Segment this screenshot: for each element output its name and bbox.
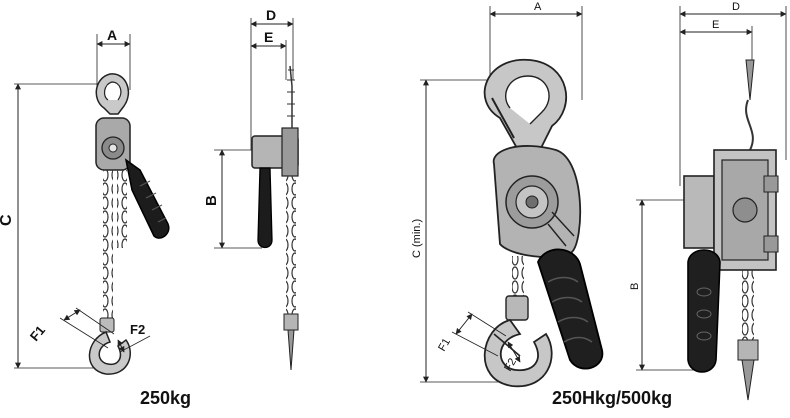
dim-f1b-label: F1: [436, 336, 453, 353]
dim-a-label: A: [107, 27, 117, 43]
dim-e-label: E: [264, 29, 273, 45]
side-lever-handle: [257, 167, 273, 249]
bottom-hook-large: [483, 318, 553, 388]
side-load-chain: [286, 176, 296, 316]
dim-f1-line: [63, 309, 81, 321]
dim-a2-label: A: [534, 1, 542, 13]
dim-d2-label: D: [732, 1, 740, 13]
dim-c-label: C: [0, 214, 15, 226]
dim-b-label: B: [203, 195, 220, 206]
caption-250kg: 250kg: [140, 388, 192, 408]
side-load-chain-large: [742, 270, 754, 340]
hand-chain: [117, 170, 127, 248]
bottom-hook: [88, 331, 131, 375]
dim-f2-line: [117, 339, 125, 353]
load-chain-large: [512, 256, 524, 296]
front-view-500kg: C (min.) A F1 F2: [411, 1, 604, 388]
caption-250hkg-500kg: 250Hkg/500kg: [552, 388, 673, 408]
dim-b2-label: B: [629, 283, 641, 290]
front-view-250kg: C A F1 F2: [0, 27, 170, 375]
dim-f1-label: F1: [27, 323, 48, 344]
side-body-large: [683, 175, 715, 249]
dim-e2-label: E: [712, 19, 719, 31]
dim-c-min-label: C (min.): [411, 219, 423, 258]
dim-f2b-label: F2: [502, 356, 519, 373]
side-view-250kg: D E B: [203, 7, 299, 371]
dim-f2-label: F2: [130, 322, 145, 337]
side-lever-grip-large: [687, 249, 721, 373]
dim-f1b-line: [455, 313, 473, 335]
lever-handle: [124, 158, 170, 239]
dim-d-label: D: [266, 7, 276, 23]
dim-f2b-line: [507, 341, 521, 363]
side-view-500kg: D E B: [629, 1, 787, 401]
load-chain: [103, 170, 113, 318]
